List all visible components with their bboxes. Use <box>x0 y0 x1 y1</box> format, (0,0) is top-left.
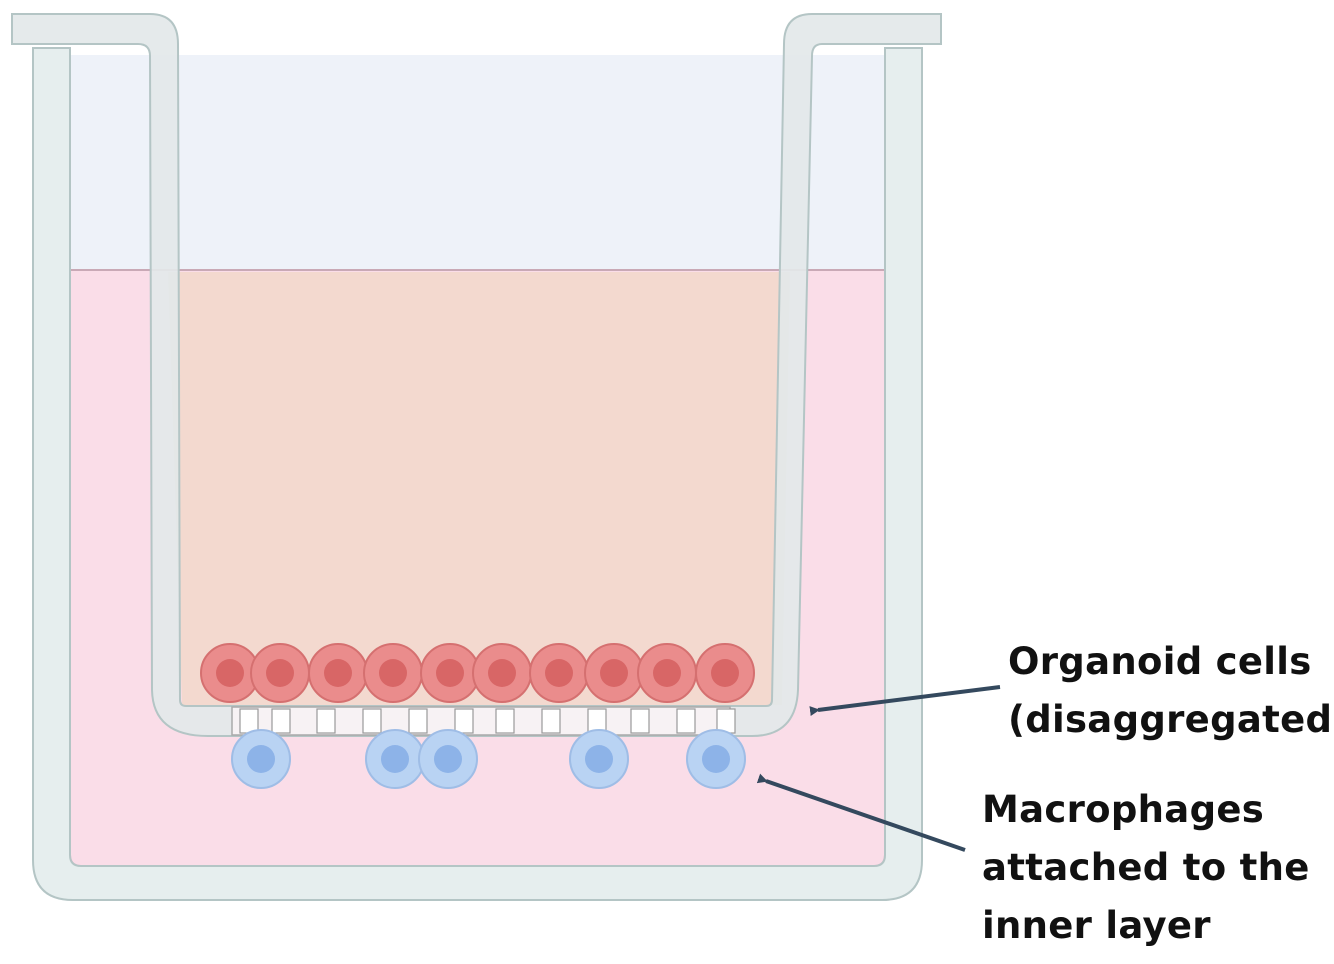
membrane <box>231 706 736 736</box>
insert-medium <box>168 272 790 705</box>
membrane-pore <box>408 708 428 734</box>
organoid-cell <box>637 643 697 703</box>
organoid-cells-label: Organoid cells (disaggregated) <box>1008 633 1334 749</box>
macrophage-label: Macrophages attached to the inner layer <box>982 781 1310 955</box>
macrophage-label-line-3: inner layer <box>982 904 1211 947</box>
organoid-cell <box>584 643 644 703</box>
transwell-insert <box>11 13 942 737</box>
organoid-cell <box>250 643 310 703</box>
well-wall <box>32 47 923 901</box>
macrophage-cell <box>365 729 425 789</box>
membrane-pore <box>630 708 650 734</box>
membrane-pore <box>541 708 561 734</box>
macrophage-label-line-2: attached to the <box>982 846 1310 889</box>
membrane-pore <box>362 708 382 734</box>
membrane-pore <box>676 708 696 734</box>
headspace <box>70 55 885 272</box>
membrane-pore <box>316 708 336 734</box>
macrophage-cell <box>418 729 478 789</box>
organoid-cell <box>420 643 480 703</box>
organoid-cell <box>200 643 260 703</box>
organoid-cell <box>472 643 532 703</box>
macrophage-cell <box>231 729 291 789</box>
macrophage-label-line-1: Macrophages <box>982 788 1265 831</box>
macrophage-cells <box>231 729 746 789</box>
membrane-pore <box>454 708 474 734</box>
macrophage-cell <box>569 729 629 789</box>
organoid-cells <box>200 643 755 703</box>
macrophage-arrow <box>756 773 966 852</box>
organoid-cell <box>529 643 589 703</box>
insert-wall <box>11 13 942 737</box>
organoid-cell <box>695 643 755 703</box>
membrane-pore <box>495 708 515 734</box>
membrane-strip <box>231 706 731 736</box>
membrane-pore <box>239 708 259 734</box>
membrane-pore <box>271 708 291 734</box>
organoid-cell <box>363 643 423 703</box>
organoid-cell <box>308 643 368 703</box>
organoid-label-line-1: Organoid cells <box>1008 640 1312 683</box>
organoid-label-line-2: (disaggregated) <box>1008 698 1334 741</box>
organoid-arrow <box>809 685 1001 716</box>
macrophage-cell <box>686 729 746 789</box>
